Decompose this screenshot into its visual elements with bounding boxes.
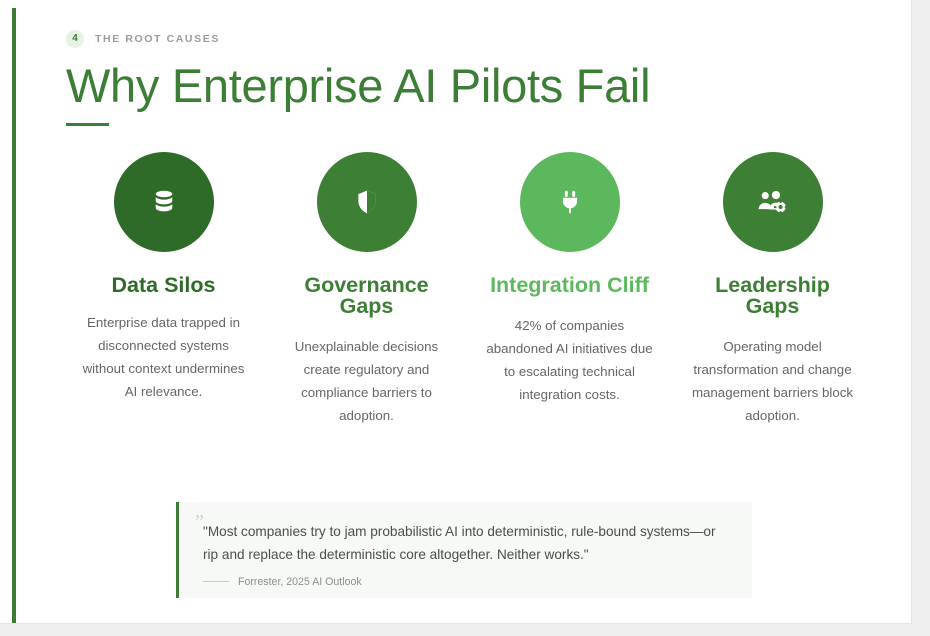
quote-block: ” "Most companies try to jam probabilist… xyxy=(176,502,752,598)
cards-row: Data Silos Enterprise data trapped in di… xyxy=(62,152,874,427)
quote-mark-icon: ” xyxy=(195,511,204,533)
card-title: Integration Cliff xyxy=(490,273,649,297)
users-gear-icon xyxy=(757,186,789,218)
database-icon xyxy=(149,187,179,217)
card-governance-gaps: Governance Gaps Unexplainable decisions … xyxy=(265,152,468,427)
quote-text: "Most companies try to jam probabilistic… xyxy=(203,524,716,563)
section-label: THE ROOT CAUSES xyxy=(95,33,220,45)
card-body: Operating model transformation and chang… xyxy=(691,338,854,423)
plug-icon xyxy=(556,188,584,216)
card-icon-circle xyxy=(316,152,417,252)
slide-header: 4 THE ROOT CAUSES Why Enterprise AI Pilo… xyxy=(66,30,651,126)
page-title: Why Enterprise AI Pilots Fail xyxy=(66,59,651,112)
card-title: Governance Gaps xyxy=(304,273,429,318)
attribution-source: Forrester, 2025 AI Outlook xyxy=(238,575,362,588)
card-icon-circle xyxy=(519,152,620,252)
eyebrow: 4 THE ROOT CAUSES xyxy=(66,30,650,48)
card-icon-circle xyxy=(722,152,823,252)
title-underline xyxy=(66,122,109,126)
slide-canvas: 4 THE ROOT CAUSES Why Enterprise AI Pilo… xyxy=(0,0,912,624)
card-data-silos: Data Silos Enterprise data trapped in di… xyxy=(62,152,265,427)
section-number-badge: 4 xyxy=(66,30,84,48)
attribution-dash xyxy=(203,581,229,583)
card-body: 42% of companies abandoned AI initiative… xyxy=(486,317,653,402)
card-icon-circle xyxy=(113,152,214,252)
quote-attribution: Forrester, 2025 AI Outlook xyxy=(203,576,728,588)
shield-icon xyxy=(353,188,381,216)
card-title: Data Silos xyxy=(111,273,216,297)
card-body: Unexplainable decisions create regulator… xyxy=(294,338,439,423)
left-accent-bar xyxy=(12,8,16,623)
card-integration-cliff: Integration Cliff 42% of companies aband… xyxy=(468,152,671,427)
card-leadership-gaps: Leadership Gaps Operating model transfor… xyxy=(671,152,874,427)
card-title: Leadership Gaps xyxy=(715,273,830,318)
card-body: Enterprise data trapped in disconnected … xyxy=(82,314,245,399)
